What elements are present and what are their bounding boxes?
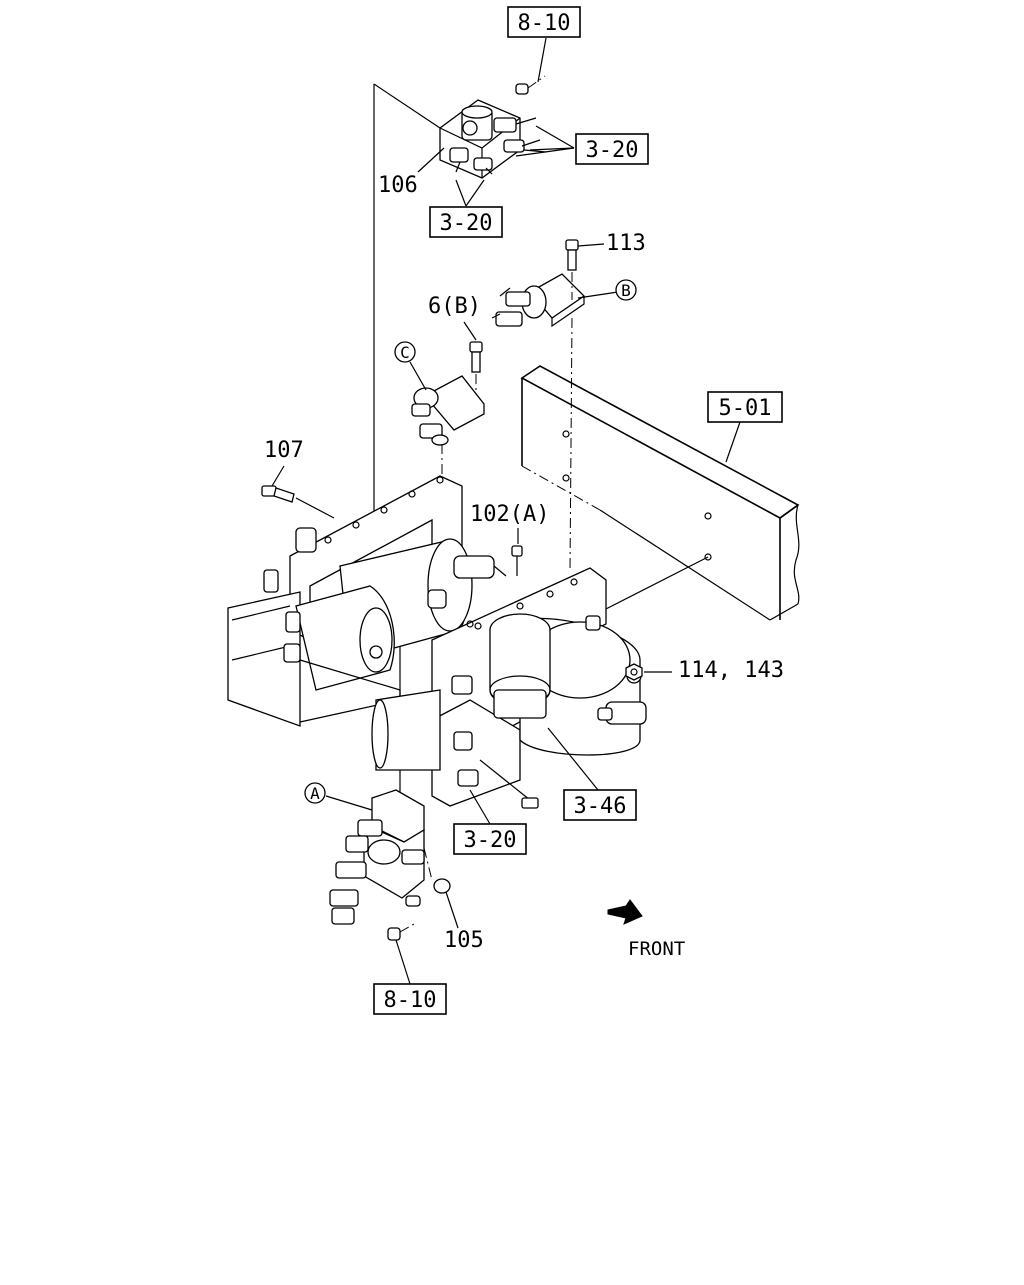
callout-b: B [615, 279, 637, 301]
svg-text:B: B [621, 281, 631, 300]
front-label: FRONT [628, 938, 685, 960]
svg-text:3-46: 3-46 [574, 794, 627, 819]
nut-114-143 [625, 663, 643, 681]
ref-3-20-top-right[interactable]: 3-20 [575, 133, 649, 165]
part-6b: 6(B) [428, 294, 481, 319]
ref-8-10-bottom[interactable]: 8-10 [373, 983, 447, 1015]
leader-lines [271, 37, 741, 985]
callout-a: A [304, 782, 326, 804]
svg-text:8-10: 8-10 [384, 988, 437, 1013]
ref-3-20-top-left[interactable]: 3-20 [429, 206, 503, 238]
svg-text:3-20: 3-20 [464, 828, 517, 853]
part-105: 105 [444, 928, 484, 953]
valve-b [491, 239, 605, 571]
callout-c: C [394, 341, 416, 363]
air-tank [227, 538, 507, 727]
ref-3-20-bottom[interactable]: 3-20 [453, 823, 527, 855]
front-arrow-icon [607, 899, 643, 925]
ref-5-01[interactable]: 5-01 [707, 391, 783, 423]
part-102a: 102(A) [470, 502, 549, 527]
svg-text:A: A [310, 784, 320, 803]
valve-a [329, 789, 451, 941]
dryer-assembly [371, 545, 647, 809]
part-107: 107 [264, 438, 304, 463]
ref-8-10-top[interactable]: 8-10 [507, 6, 581, 38]
svg-text:3-20: 3-20 [440, 211, 493, 236]
valve-c [411, 341, 485, 476]
svg-text:C: C [400, 343, 410, 362]
valve-106 [439, 75, 547, 179]
part-106: 106 [378, 173, 418, 198]
svg-text:8-10: 8-10 [518, 11, 571, 36]
frame-rail [520, 365, 800, 621]
part-113: 113 [606, 231, 646, 256]
part-114-143: 114, 143 [678, 658, 784, 683]
ref-3-46[interactable]: 3-46 [563, 789, 637, 821]
svg-text:5-01: 5-01 [719, 396, 772, 421]
svg-text:3-20: 3-20 [586, 138, 639, 163]
